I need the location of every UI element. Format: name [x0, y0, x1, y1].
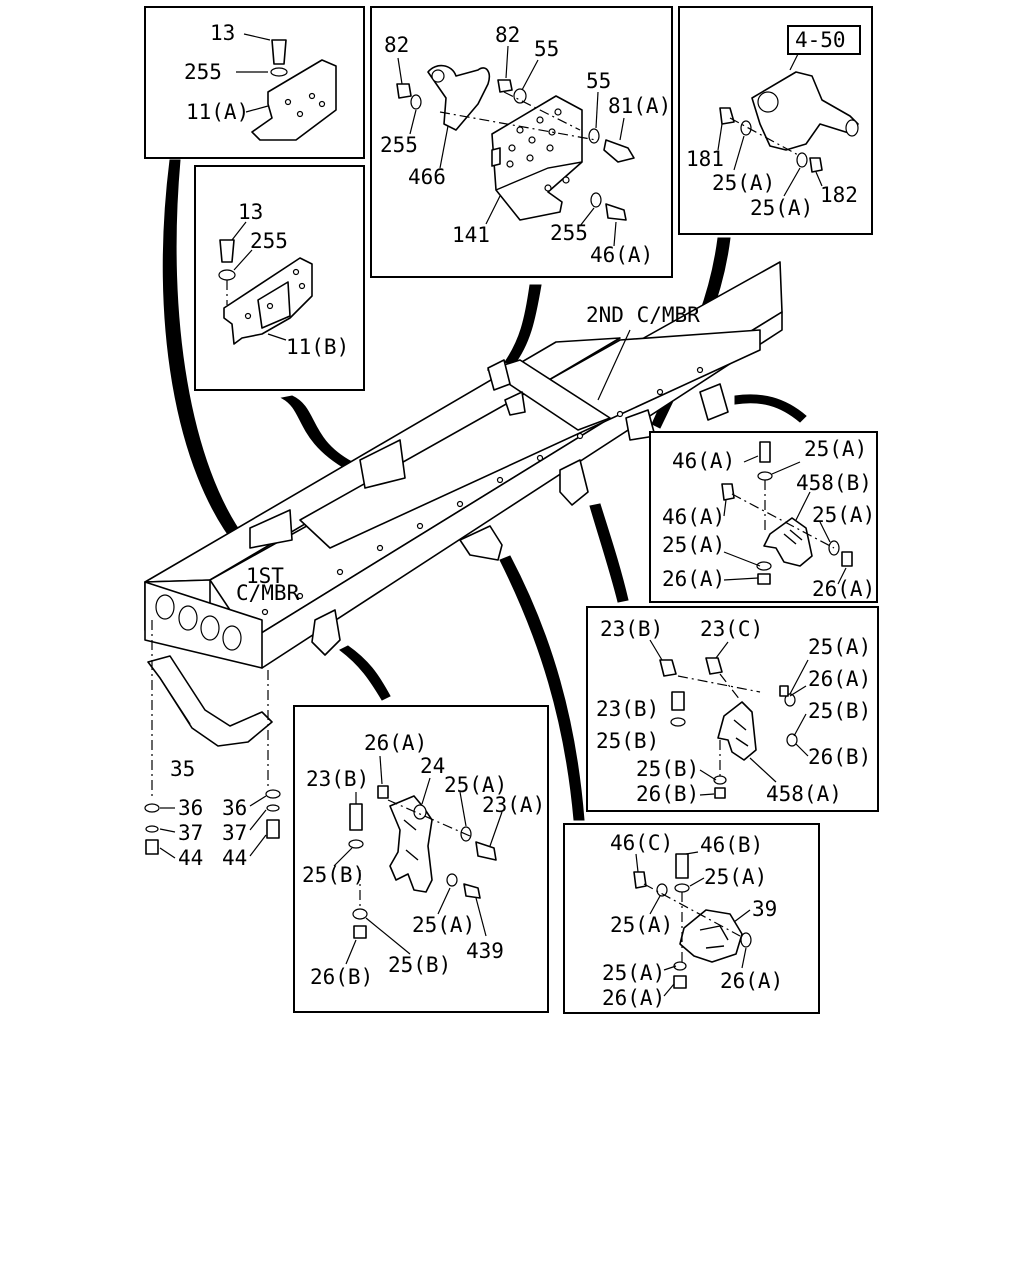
part-label: 11(A) [186, 100, 249, 124]
part-label: 55 [586, 69, 611, 93]
first-crossmember-label-line1: 1ST [246, 564, 284, 588]
part-label: 23(C) [700, 617, 763, 641]
reference-label: 4-50 [795, 28, 846, 52]
callout-bottom-center [339, 645, 391, 701]
part-label: 25(B) [302, 863, 365, 887]
part-label: 25(A) [602, 961, 665, 985]
part-label: 181 [686, 147, 724, 171]
part-label-37-right: 37 [222, 821, 247, 845]
part-label: 23(B) [306, 767, 369, 791]
part-label: 26(A) [364, 731, 427, 755]
part-label: 81(A) [608, 94, 671, 118]
part-label: 82 [384, 33, 409, 57]
part-label: 46(B) [700, 833, 763, 857]
part-label: 26(A) [602, 986, 665, 1010]
part-label: 11(B) [286, 335, 349, 359]
callout-mid-left [280, 395, 353, 471]
part-label: 25(B) [596, 729, 659, 753]
part-label: 25(A) [812, 503, 875, 527]
part-label: 46(A) [672, 449, 735, 473]
part-label: 13 [238, 200, 263, 224]
part-label: 25(A) [412, 913, 475, 937]
panel-top-right: 4-50 181 25(A) 25(A) 182 [678, 6, 873, 235]
part-label: 25(A) [704, 865, 767, 889]
part-label: 26(A) [720, 969, 783, 993]
part-label: 13 [210, 21, 235, 45]
callout-bottom-right [499, 555, 585, 821]
part-label: 26(A) [812, 577, 875, 601]
loose-fasteners [144, 789, 281, 859]
part-label: 46(A) [662, 505, 725, 529]
reference-box [787, 25, 861, 55]
part-label-35: 35 [170, 757, 195, 781]
part-label: 26(A) [808, 667, 871, 691]
part-label: 141 [452, 223, 490, 247]
part-label: 25(A) [804, 437, 867, 461]
panel-bottom-center: 26(A) 23(B) 24 25(A) 23(A) 25(B) 25(A) 4… [293, 705, 549, 1013]
part-label: 255 [184, 60, 222, 84]
part-label: 23(B) [600, 617, 663, 641]
chassis-frame [144, 261, 783, 669]
part-label: 255 [550, 221, 588, 245]
part-label: 25(B) [388, 953, 451, 977]
part-label: 25(A) [662, 533, 725, 557]
panel-right-upper: 46(A) 25(A) 458(B) 46(A) 25(A) 25(A) 26(… [649, 431, 878, 603]
panel-right-middle: 23(B) 23(C) 25(A) 26(A) 23(B) 25(B) 25(B… [586, 606, 879, 812]
part-label: 25(A) [808, 635, 871, 659]
part-label: 439 [466, 939, 504, 963]
callout-right-middle [589, 503, 629, 603]
part-label: 458(B) [796, 471, 872, 495]
part-label: 25(B) [636, 757, 699, 781]
part-label: 255 [380, 133, 418, 157]
part-label-37-left: 37 [178, 821, 203, 845]
part-label: 25(A) [750, 196, 813, 220]
part-label: 46(A) [590, 243, 653, 267]
part-35-bracket [147, 620, 273, 800]
part-label: 25(A) [712, 171, 775, 195]
part-label-36-right: 36 [222, 796, 247, 820]
part-label: 26(B) [636, 782, 699, 806]
part-label: 466 [408, 165, 446, 189]
part-label: 458(A) [766, 782, 842, 806]
part-label: 26(A) [662, 567, 725, 591]
first-crossmember-label-line2: C/MBR [236, 581, 300, 605]
callout-right-upper [734, 394, 807, 423]
part-label-44-right: 44 [222, 846, 247, 870]
part-label: 24 [420, 754, 445, 778]
part-label: 46(C) [610, 831, 673, 855]
part-label: 25(B) [808, 699, 871, 723]
part-label: 23(B) [596, 697, 659, 721]
part-label: 39 [752, 897, 777, 921]
part-label: 25(A) [444, 773, 507, 797]
callout-top-right [651, 237, 731, 429]
panel-top-left: 13 255 11(A) [144, 6, 365, 159]
part-label: 82 [495, 23, 520, 47]
part-label: 182 [820, 183, 858, 207]
part-label: 23(A) [482, 793, 545, 817]
part-label: 26(B) [310, 965, 373, 989]
part-label: 55 [534, 37, 559, 61]
part-label: 26(B) [808, 745, 871, 769]
part-label-44-left: 44 [178, 846, 203, 870]
part-label-36-left: 36 [178, 796, 203, 820]
callout-leaders [162, 159, 807, 821]
panel-top-center: 82 82 55 55 81(A) 255 466 141 255 46(A) [370, 6, 673, 278]
second-crossmember-label: 2ND C/MBR [586, 303, 700, 327]
panel-mid-left: 13 255 11(B) [194, 165, 365, 391]
part-label: 255 [250, 229, 288, 253]
panel-bottom-right: 46(C) 46(B) 25(A) 39 25(A) 25(A) 26(A) 2… [563, 823, 820, 1014]
part-label: 25(A) [610, 913, 673, 937]
